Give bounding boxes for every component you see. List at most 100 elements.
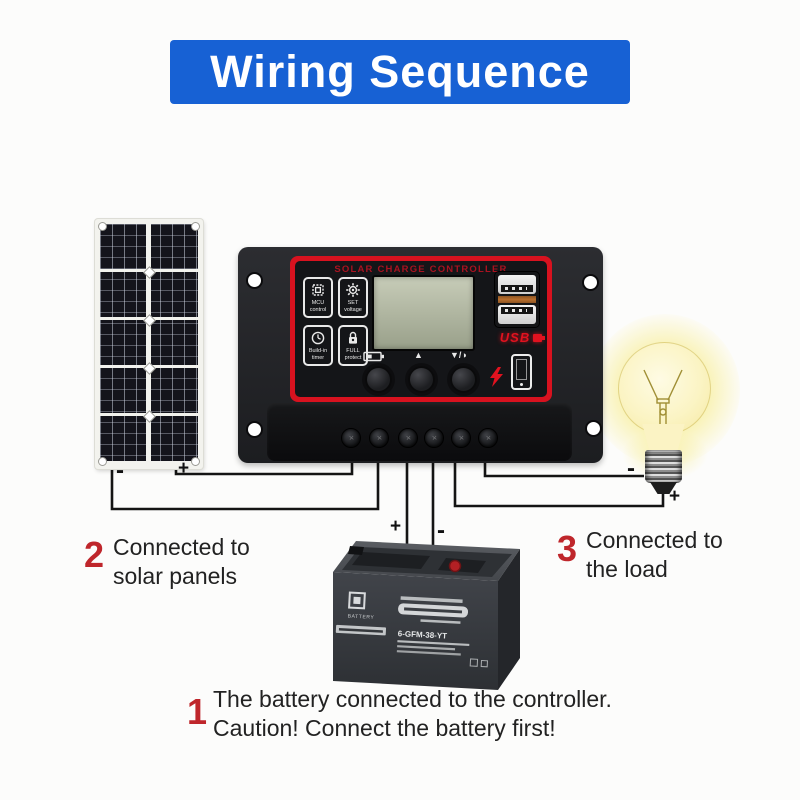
battery-cert-icon bbox=[469, 658, 479, 667]
terminal-screw-load-minus bbox=[478, 428, 498, 448]
usb-port-bottom bbox=[498, 305, 536, 324]
battery-text-row bbox=[396, 650, 461, 656]
step-3-line1: Connected to bbox=[586, 527, 723, 553]
panel-mount-hole bbox=[191, 457, 200, 466]
battery-side-strip-text bbox=[338, 628, 383, 633]
step-3-caption: Connected to the load bbox=[586, 526, 723, 584]
light-bulb-glass bbox=[618, 342, 711, 435]
load-minus-label: - bbox=[627, 455, 635, 482]
battery-front-labels: BATTERY 6-GFM-38-YT bbox=[335, 591, 489, 668]
terminal-strip bbox=[267, 403, 572, 461]
terminal-screw-pv-minus bbox=[369, 428, 389, 448]
terminal-screw-bat-plus bbox=[398, 428, 418, 448]
step-2-line1: Connected to bbox=[113, 534, 250, 560]
battery-handle-groove bbox=[352, 552, 430, 569]
usb-port-top bbox=[498, 275, 536, 294]
terminal-screw-load-plus bbox=[451, 428, 471, 448]
down-light-symbol: ▼/◑ bbox=[450, 350, 467, 360]
solar-cells bbox=[100, 224, 198, 464]
feature-tile-mcu: MCU control bbox=[303, 277, 333, 318]
battery-logo-text: BATTERY bbox=[347, 613, 374, 620]
battery-minus-label: - bbox=[437, 517, 445, 544]
panel-mount-hole bbox=[98, 457, 107, 466]
battery-cert-icon bbox=[480, 659, 489, 668]
usb-pins bbox=[501, 307, 533, 314]
up-arrow-symbol: ▲ bbox=[414, 350, 423, 360]
lightning-icon bbox=[490, 367, 503, 387]
feature-label: MCU bbox=[311, 300, 325, 306]
step-3-line2: the load bbox=[586, 556, 668, 582]
step-1-caption: The battery connected to the controller.… bbox=[213, 685, 612, 743]
load-plus-label: + bbox=[669, 486, 681, 507]
battery-text-row bbox=[400, 596, 463, 603]
feature-label: timer bbox=[311, 354, 325, 361]
feature-tile-set-voltage: SET voltage bbox=[338, 277, 368, 318]
menu-button bbox=[365, 366, 392, 393]
battery-terminal-positive bbox=[448, 559, 462, 573]
gear-icon bbox=[346, 283, 360, 297]
controller-title: SOLAR CHARGE CONTROLLER bbox=[334, 264, 508, 275]
step-1-line2: Caution! Connect the battery first! bbox=[213, 715, 556, 741]
battery-label-plate-text bbox=[404, 607, 463, 614]
feature-label: control bbox=[309, 306, 327, 313]
panel-mount-hole bbox=[98, 222, 107, 231]
clock-icon bbox=[311, 331, 325, 345]
usb-label: USB bbox=[499, 330, 531, 345]
step-2-caption: Connected to solar panels bbox=[113, 533, 250, 591]
feature-label: voltage bbox=[344, 306, 362, 313]
step-1-line1: The battery connected to the controller. bbox=[213, 686, 612, 712]
step-1-number: 1 bbox=[187, 691, 208, 732]
usb-divider bbox=[498, 296, 536, 303]
light-bulb-neck bbox=[642, 424, 685, 452]
panel-mount-hole bbox=[191, 222, 200, 231]
controller-face-inner: SOLAR CHARGE CONTROLLER MCU control bbox=[295, 261, 547, 397]
solar-charge-controller: SOLAR CHARGE CONTROLLER MCU control bbox=[238, 247, 603, 463]
dual-usb-ports bbox=[494, 271, 540, 328]
usb-charge-icon bbox=[533, 334, 545, 342]
usb-pins bbox=[501, 285, 533, 292]
feature-label: SET bbox=[347, 300, 359, 306]
terminal-screw-pv-plus bbox=[341, 428, 361, 448]
battery-side-face bbox=[498, 549, 520, 690]
down-button bbox=[450, 366, 477, 393]
up-button bbox=[408, 366, 435, 393]
step-3-number: 3 bbox=[557, 528, 578, 569]
bulb-bottom-contact bbox=[650, 482, 677, 494]
battery-text-row bbox=[420, 619, 461, 624]
battery-model-text: 6-GFM-38-YT bbox=[398, 629, 448, 641]
step-2-line2: solar panels bbox=[113, 563, 238, 589]
wire-panel-minus bbox=[110, 459, 380, 511]
feature-label: protect bbox=[344, 354, 362, 361]
solar-panel bbox=[95, 219, 203, 469]
controller-mount-hole bbox=[246, 421, 263, 438]
panel-plus-label: + bbox=[178, 458, 190, 479]
battery-terminal-negative bbox=[348, 546, 364, 555]
wire-load-minus bbox=[483, 459, 644, 478]
controller-mount-hole bbox=[246, 272, 263, 289]
battery-icon bbox=[363, 351, 384, 362]
feature-tile-timer: Build-in timer bbox=[303, 325, 333, 366]
battery-logo-inner bbox=[353, 596, 361, 605]
battery-plus-label: + bbox=[390, 516, 402, 537]
battery-text-row bbox=[397, 645, 456, 651]
wire-panel-plus bbox=[174, 459, 354, 476]
phone-icon bbox=[511, 354, 532, 390]
mcu-chip-icon bbox=[312, 284, 324, 296]
padlock-icon bbox=[349, 331, 357, 344]
controller-mount-hole bbox=[582, 274, 599, 291]
page-title: Wiring Sequence bbox=[210, 46, 590, 97]
feature-label: FULL bbox=[346, 348, 360, 354]
step-2-number: 2 bbox=[84, 534, 105, 575]
bulb-filament bbox=[643, 369, 683, 424]
lcd-screen bbox=[372, 275, 475, 351]
battery-text-row bbox=[397, 640, 470, 647]
controller-mount-hole bbox=[585, 420, 602, 437]
panel-minus-label: - bbox=[116, 457, 124, 484]
bulb-screw-base bbox=[645, 450, 682, 483]
wire-load-plus bbox=[453, 459, 665, 508]
controller-faceplate: SOLAR CHARGE CONTROLLER MCU control bbox=[290, 256, 552, 402]
feature-tile-protect: FULL protect bbox=[338, 325, 368, 366]
feature-label: Build-in bbox=[308, 348, 328, 354]
